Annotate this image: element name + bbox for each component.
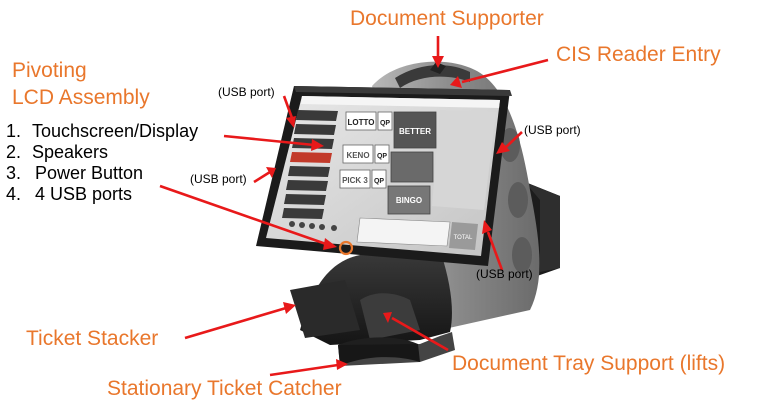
label-ticket-stacker: Ticket Stacker — [26, 327, 159, 350]
game-label: QP — [377, 153, 387, 160]
document-supporter-top — [395, 65, 470, 88]
label-pivoting: Pivoting — [12, 59, 87, 82]
component-item: 2.Speakers — [6, 142, 109, 162]
label-usb-port-bottom: (USB port) — [476, 267, 533, 281]
callout-arrows — [159, 36, 549, 377]
side-hole — [512, 237, 532, 273]
power-button-marker — [338, 240, 354, 256]
game-label: BINGO — [396, 196, 422, 205]
ticket-stacker-tray — [290, 280, 360, 338]
game-label: LOTTO — [348, 118, 375, 127]
screen-total-box — [449, 222, 478, 250]
screen-right-panel — [432, 110, 496, 210]
label-lcd-assembly: LCD Assembly — [12, 86, 150, 109]
game-label: PICK 3 — [342, 176, 368, 185]
label-document-supporter: Document Supporter — [350, 7, 544, 30]
label-document-tray-support: Document Tray Support (lifts) — [452, 352, 726, 375]
label-usb-port-top-left: (USB port) — [218, 85, 275, 99]
screen-total-label: TOTAL — [454, 235, 473, 241]
label-cis-reader-entry: CIS Reader Entry — [556, 43, 721, 66]
label-usb-port-right: (USB port) — [524, 123, 581, 137]
label-usb-port-left: (USB port) — [190, 172, 247, 186]
component-item: 4.4 USB ports — [6, 184, 133, 204]
screen-menu — [282, 110, 338, 219]
component-item: 1.Touchscreen/Display — [6, 121, 199, 141]
game-label: QP — [374, 178, 384, 185]
game-label: BETTER — [399, 127, 431, 136]
side-hole — [508, 182, 528, 218]
component-item: 3.Power Button — [6, 163, 144, 183]
game-label: QP — [380, 120, 390, 127]
screen-game-tiles — [339, 111, 437, 215]
component-list: 1.Touchscreen/Display 2.Speakers 3.Power… — [6, 121, 198, 205]
game-label: KENO — [346, 151, 369, 160]
label-stationary-ticket-catcher: Stationary Ticket Catcher — [107, 377, 342, 400]
screen-receipt-table — [356, 217, 451, 247]
